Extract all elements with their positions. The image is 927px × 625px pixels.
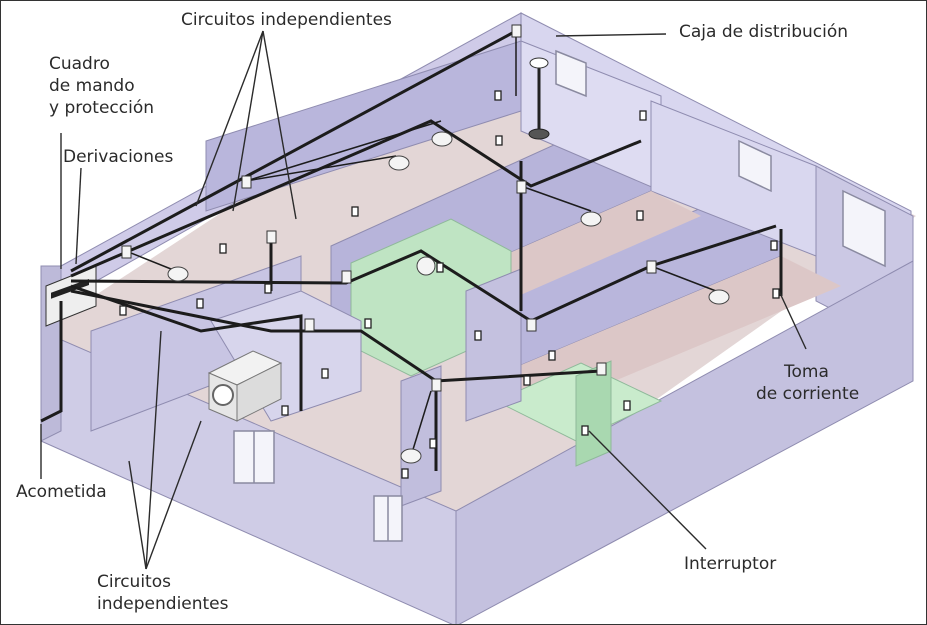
label-line: independientes [97, 594, 229, 614]
label-line: Toma [784, 362, 829, 382]
label-text: Derivaciones [63, 147, 174, 167]
label-interruptor: Interruptor [684, 553, 776, 575]
label-circuitos-independientes-bottom: Circuitos independientes [97, 571, 229, 615]
label-cuadro-de-mando: Cuadro de mando y protección [49, 53, 154, 119]
leader-lines [40, 30, 807, 570]
ceiling-lamp [167, 131, 730, 464]
wiring [40, 29, 783, 471]
label-line: de corriente [756, 384, 860, 404]
label-acometida: Acometida [16, 481, 107, 503]
label-derivaciones: Derivaciones [63, 146, 173, 168]
label-text: Circuitos independientes [181, 10, 392, 30]
label-circuitos-independientes-top: Circuitos independientes [181, 9, 392, 31]
label-text: Caja de distribución [679, 22, 849, 42]
window [233, 49, 886, 542]
label-toma-de-corriente: Toma de corriente [756, 361, 859, 405]
label-text: Interruptor [684, 554, 777, 574]
label-line: Circuitos [97, 572, 171, 592]
label-caja-de-distribucion: Caja de distribución [679, 21, 848, 43]
washing-machine [207, 350, 283, 422]
label-text: Acometida [16, 482, 107, 502]
label-line: y protección [49, 98, 154, 118]
label-line: de mando [49, 76, 135, 96]
label-line: Cuadro [49, 54, 110, 74]
